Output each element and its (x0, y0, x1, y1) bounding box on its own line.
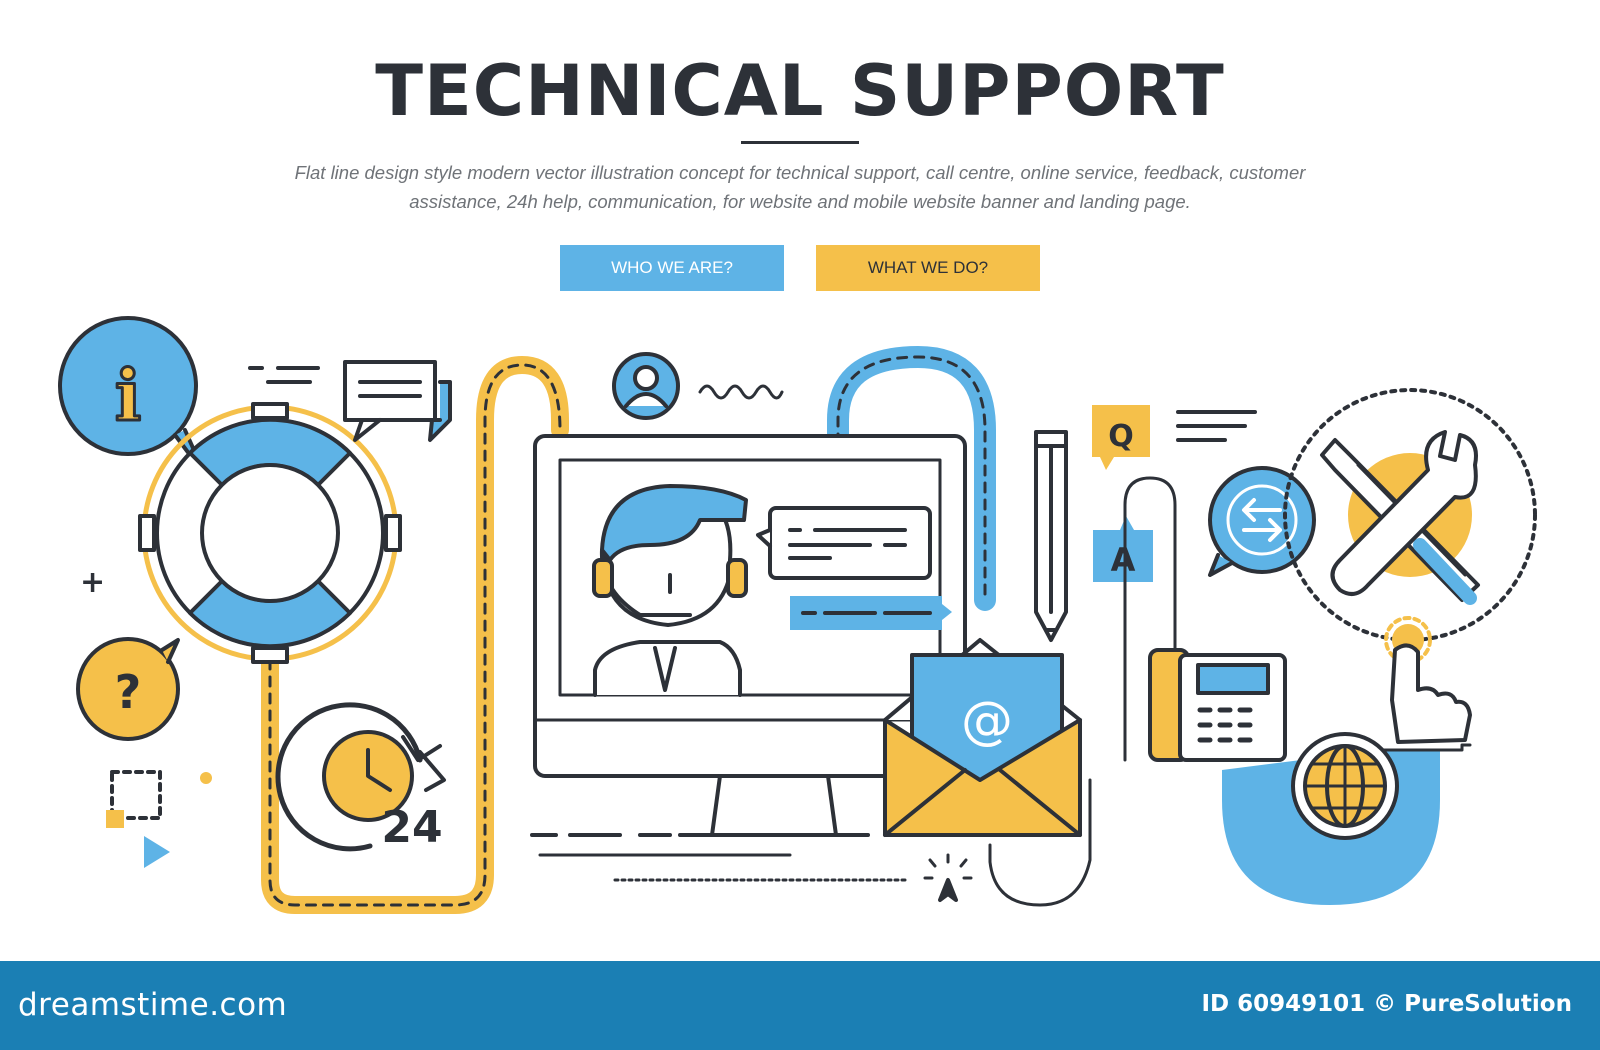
question-glyph: ? (115, 665, 142, 719)
footer-credit: ID 60949101 © PureSolution (1201, 991, 1572, 1017)
plus-icon: + (80, 565, 105, 600)
dash-lines (248, 366, 320, 384)
q-label: Q (1108, 419, 1134, 454)
clock-24-label: 24 (381, 802, 442, 853)
info-glyph: i (115, 354, 142, 437)
who-we-are-button[interactable]: WHO WE ARE? (560, 245, 784, 291)
footer-brand[interactable]: dreamstime.com (18, 987, 288, 1023)
subtitle-line-2: assistance, 24h help, communication, for… (409, 191, 1191, 212)
support-agent-icon (592, 484, 748, 697)
globe-icon (1291, 732, 1399, 840)
user-icon (612, 352, 680, 420)
arrows-exchange-icon (1208, 466, 1316, 577)
chat-bubble-icon (343, 360, 452, 442)
play-icon (144, 836, 170, 868)
envelope-icon: @ (883, 638, 1082, 837)
clock-24h-icon: 24 (275, 702, 446, 853)
what-we-do-button[interactable]: WHAT WE DO? (816, 245, 1040, 291)
lifebuoy-icon (138, 402, 402, 664)
cursor-icon (923, 853, 973, 902)
qa-labels: Q A (1092, 405, 1257, 582)
page-title: TECHNICAL SUPPORT (375, 50, 1225, 132)
email-glyph: @ (961, 691, 1013, 751)
info-icon: i (58, 316, 207, 477)
screen-chat-bubbles (756, 506, 952, 630)
pencil-icon (1034, 430, 1068, 642)
hand-pointer-icon (1384, 616, 1472, 744)
signature-squiggle (698, 384, 784, 400)
subtitle-line-1: Flat line design style modern vector ill… (294, 162, 1306, 183)
a-label: A (1111, 541, 1136, 579)
telephone-icon (1148, 648, 1287, 762)
phone-cord (1123, 476, 1177, 762)
tools-icon (1283, 388, 1537, 642)
title-divider (741, 141, 859, 144)
technical-support-illustration: i + ? 24 (58, 316, 1537, 914)
dotted-square (110, 770, 162, 820)
footer-bar: dreamstime.com ID 60949101 © PureSolutio… (0, 961, 1600, 1050)
page-subtitle: Flat line design style modern vector ill… (200, 158, 1400, 216)
question-icon: ? (76, 637, 180, 741)
